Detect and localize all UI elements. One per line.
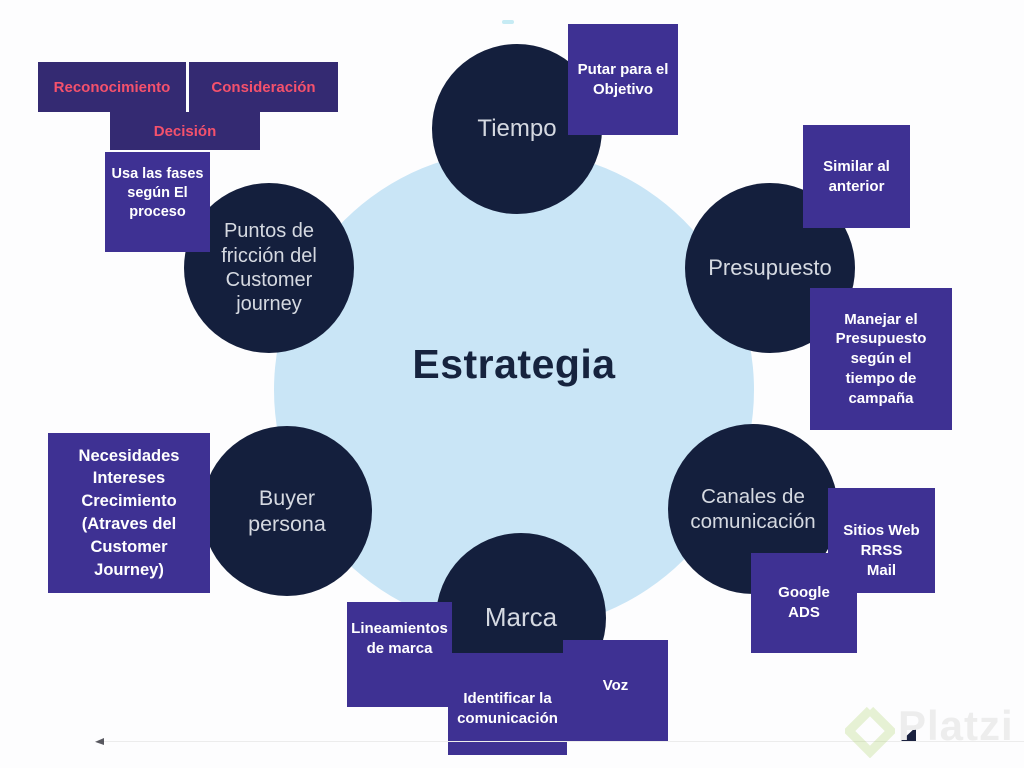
cursor-speck	[502, 20, 514, 24]
phase-consideracion: Consideración	[189, 62, 338, 112]
node-buyer-persona: Buyer persona	[202, 426, 372, 596]
canvas-corner-mark	[95, 738, 104, 745]
note-necesidades: Necesidades Intereses Crecimiento (Atrav…	[48, 433, 210, 593]
note-usa-fases: Usa las fases según El proceso	[105, 152, 210, 252]
note-manejar-presupuesto: Manejar el Presupuesto según el tiempo d…	[810, 288, 952, 430]
note-voz: Voz	[563, 640, 668, 742]
note-similar-anterior: Similar al anterior	[803, 125, 910, 228]
phase-decision: Decisión	[110, 112, 260, 150]
note-lineamientos-marca: Lineamientos de marca	[347, 602, 452, 707]
note-putar-objetivo: Putar para el Objetivo	[568, 24, 678, 135]
platzi-wordmark: Platzi	[898, 702, 1014, 749]
node-puntos-friccion: Puntos de fricción del Customer journey	[184, 183, 354, 353]
platzi-watermark: Platzi	[843, 700, 1018, 762]
note-google-ads: Google ADS	[751, 553, 857, 653]
diagram-title: Estrategia	[412, 341, 616, 387]
note-identificar-comunicacion: Identificar la comunicación	[448, 653, 567, 755]
canvas-frame-line	[98, 741, 1024, 742]
platzi-diamond-icon	[845, 706, 895, 758]
phase-reconocimiento: Reconocimiento	[38, 62, 186, 112]
